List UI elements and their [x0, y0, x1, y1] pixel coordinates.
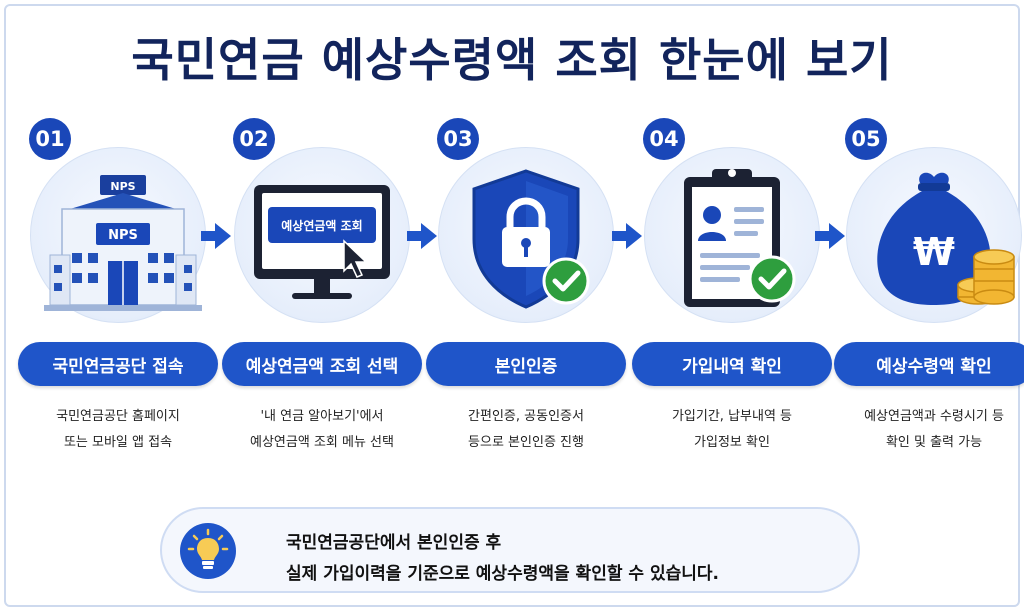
note-line-2: 실제 가입이력을 기준으로 예상수령액을 확인할 수 있습니다.	[286, 564, 719, 584]
building-icon: NPS NPS	[44, 175, 202, 311]
step-number: 01	[29, 118, 71, 160]
lightbulb-icon	[180, 523, 236, 579]
step-label: 본인인증	[426, 342, 626, 386]
monitor-icon: 예상연금액 조회	[254, 185, 390, 299]
step-2: 02 예상연금액 조회 예상연금액 조회 선택 '내 연금 알아보기'에서 예상…	[222, 112, 422, 457]
arrow-right-icon	[815, 223, 845, 249]
svg-text:₩: ₩	[913, 230, 955, 274]
svg-text:NPS: NPS	[108, 228, 138, 243]
step-1: 01 NPS NPS 국민연금공단 접속 국민연금공단 홈페이지 또는 모바일 …	[18, 112, 218, 457]
shield-lock-icon	[472, 169, 590, 309]
step-4: 04 가입내역 확인 가입기간, 납부내역 등 가입정보 확인	[632, 112, 832, 457]
money-bag-icon: ₩	[877, 172, 1015, 305]
step-label: 가입내역 확인	[632, 342, 832, 386]
svg-text:예상연금액 조회: 예상연금액 조회	[281, 218, 362, 233]
step-description: 가입기간, 납부내역 등 가입정보 확인	[671, 409, 793, 450]
step-number: 03	[437, 118, 479, 160]
step-description: '내 연금 알아보기'에서 예상연금액 조회 메뉴 선택	[250, 409, 394, 450]
step-label: 예상수령액 확인	[834, 342, 1024, 386]
step-description: 국민연금공단 홈페이지 또는 모바일 앱 접속	[56, 409, 180, 450]
step-number: 05	[845, 118, 887, 160]
arrow-right-icon	[407, 223, 437, 249]
step-description: 예상연금액과 수령시기 등 확인 및 출력 가능	[864, 409, 1004, 450]
step-3: 03 본인인증 간편인증, 공동인증서 등으로 본인인증 진행	[426, 112, 626, 457]
step-description: 간편인증, 공동인증서 등으로 본인인증 진행	[468, 409, 584, 450]
note-line-1: 국민연금공단에서 본인인증 후	[286, 533, 502, 553]
svg-text:NPS: NPS	[110, 180, 135, 193]
step-label: 예상연금액 조회 선택	[222, 342, 422, 386]
info-note: 국민연금공단에서 본인인증 후 실제 가입이력을 기준으로 예상수령액을 확인할…	[160, 507, 860, 593]
step-5: 05 ₩ 예상수령액 확인 예상연금액과 수령시기 등 확인 및 출력 가능	[834, 112, 1024, 457]
page-title: 국민연금 예상수령액 조회 한눈에 보기	[131, 33, 893, 87]
step-number: 02	[233, 118, 275, 160]
arrow-right-icon	[612, 223, 642, 249]
clipboard-icon	[684, 169, 796, 307]
step-number: 04	[643, 118, 685, 160]
arrow-right-icon	[201, 223, 231, 249]
step-label: 국민연금공단 접속	[18, 342, 218, 386]
